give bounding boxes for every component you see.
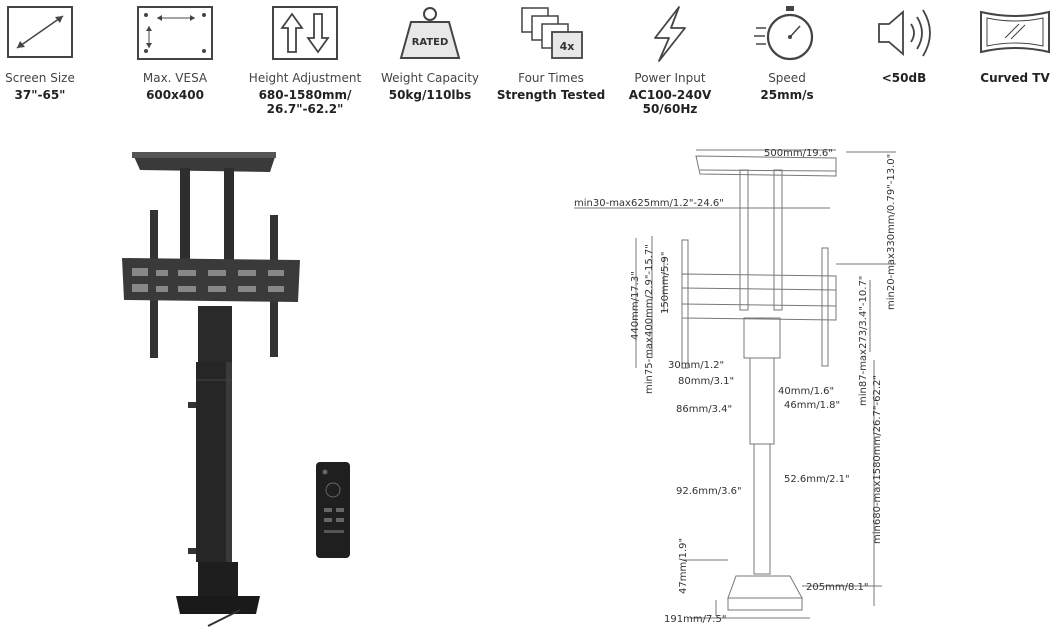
feature-value: 25mm/s — [760, 88, 814, 102]
feature-label: Curved TV — [980, 71, 1050, 85]
product-photo — [100, 140, 420, 629]
feature-value-2: 50/60Hz — [642, 102, 698, 116]
feature-label: Power Input — [634, 71, 706, 85]
dim-arm-span: min30-max625mm/1.2"-24.6" — [574, 198, 724, 209]
dim-bracket-offset: 30mm/1.2" — [668, 360, 724, 371]
dim-total-height: min680-max1580mm/26.7"-62.2" — [872, 375, 883, 544]
dim-bracket-height: 440mm/17.3" — [630, 271, 641, 340]
dim-vesa-right: min87-max273/3.4"-10.7" — [858, 276, 869, 406]
feature-value-2: 26.7"-62.2" — [266, 102, 344, 116]
dim-base-depth: 205mm/8.1" — [806, 582, 868, 593]
feature-row: Screen Size 37"-65" Max. VESA 600x400 He… — [0, 0, 1059, 125]
dim-base-top: 47mm/1.9" — [678, 538, 689, 594]
speaker-icon — [844, 4, 964, 66]
feature-label: Max. VESA — [142, 71, 208, 85]
screen-size-icon — [0, 4, 100, 66]
curved-tv-icon — [955, 4, 1059, 66]
feature-value: Strength Tested — [496, 88, 606, 102]
feature-label: Speed — [768, 71, 806, 85]
feature-label: <50dB — [881, 71, 927, 85]
dim-top-height: min20-max330mm/0.79"-13.0" — [886, 154, 897, 310]
dim-post-mid: 46mm/1.8" — [784, 400, 840, 411]
lightning-icon — [610, 4, 730, 66]
feature-value: 680-1580mm/ — [258, 88, 352, 102]
dim-bracket-inner: 150mm/5.9" — [660, 252, 671, 314]
weight-icon-text: RATED — [412, 37, 449, 48]
dim-base-width: 191mm/7.5" — [664, 614, 726, 625]
strength-tested-icon: 4x — [491, 4, 611, 66]
dim-post-outer: 86mm/3.4" — [676, 404, 732, 415]
dim-column-width: 52.6mm/2.1" — [784, 474, 850, 485]
feature-value: AC100-240V — [628, 88, 712, 102]
stopwatch-icon — [727, 4, 847, 66]
feature-value: 37"-65" — [14, 88, 66, 102]
feature-value: 50kg/110lbs — [388, 88, 472, 102]
feature-label: Four Times — [518, 71, 584, 85]
technical-drawing: 500mm/19.6" min20-max330mm/0.79"-13.0" m… — [540, 140, 1059, 629]
feature-label: Height Adjustment — [248, 71, 362, 85]
feature-label: Weight Capacity — [380, 71, 480, 85]
vesa-icon — [115, 4, 235, 66]
remote-control — [316, 462, 350, 558]
feature-value: 600x400 — [146, 88, 204, 102]
feature-label: Screen Size — [5, 71, 75, 85]
dim-vesa-vertical: min75-max400mm/2.9"-15.7" — [644, 244, 655, 394]
strength-icon-text: 4x — [560, 40, 575, 53]
dim-column-depth: 92.6mm/3.6" — [676, 486, 742, 497]
dim-top-width: 500mm/19.6" — [764, 148, 833, 159]
dim-plate-width: 80mm/3.1" — [678, 376, 734, 387]
height-adjust-icon — [245, 4, 365, 66]
dim-post-upper: 40mm/1.6" — [778, 386, 834, 397]
weight-icon: RATED — [370, 4, 490, 66]
